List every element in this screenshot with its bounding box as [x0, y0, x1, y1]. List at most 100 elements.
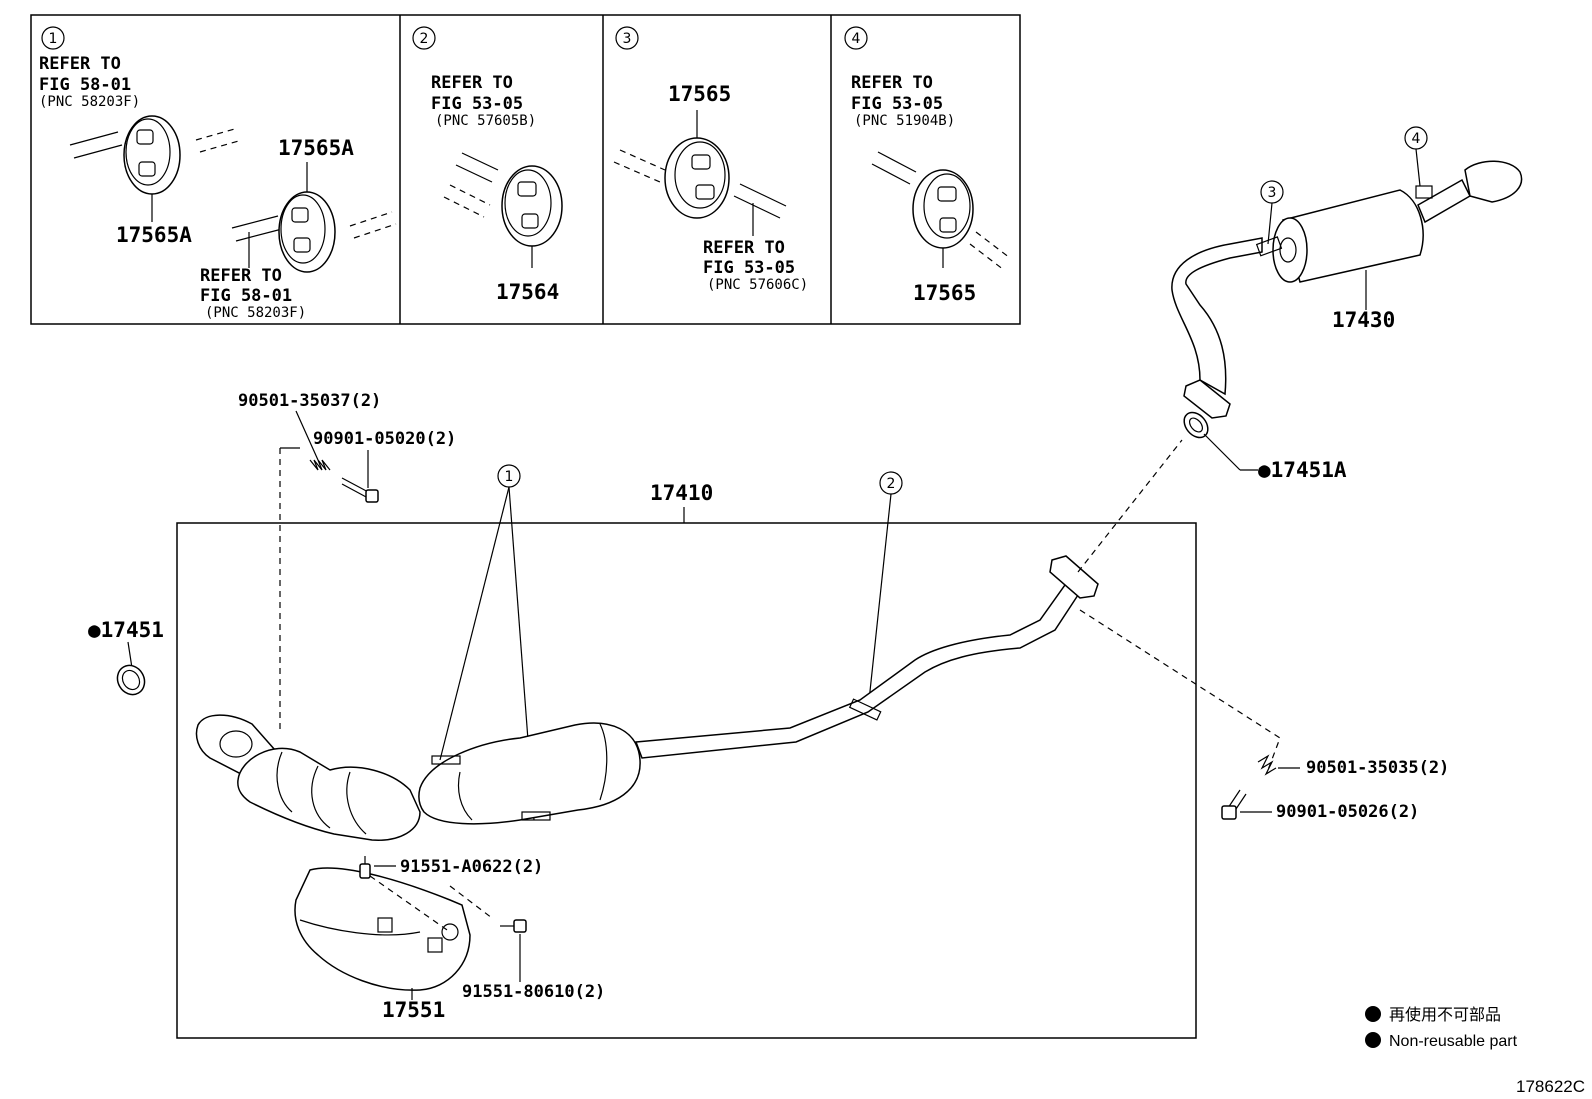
refer-label: REFER TO [39, 54, 121, 74]
assembly-dashline [369, 875, 493, 933]
hanger-bracket [848, 698, 882, 721]
bolt-icon [359, 856, 371, 879]
rubber-hanger [501, 165, 563, 247]
inset-index: 1 [49, 31, 58, 47]
fig-label: FIG 58-01 [39, 75, 131, 95]
fig-label: FIG 58-01 [200, 286, 292, 306]
part-number: 90901-05026(2) [1276, 802, 1419, 822]
rubber-hanger [123, 115, 181, 195]
legend-dot [1365, 1006, 1381, 1022]
pipe-stub [195, 127, 243, 153]
hanger-bracket [1255, 236, 1283, 257]
figure-id: 178622C [1516, 1077, 1585, 1096]
pipe-stub [613, 149, 666, 183]
fig-label: FIG 53-05 [431, 94, 523, 114]
leader-line [1415, 148, 1421, 187]
part-number: 17564 [496, 280, 559, 304]
catalytic-converter [418, 722, 641, 825]
pipe-stub [733, 195, 781, 219]
pipe-stub [349, 211, 397, 239]
bolt-icon [1221, 789, 1247, 820]
leader-line [867, 493, 892, 711]
legend-item: 再使用不可部品 [1389, 1006, 1501, 1024]
rubber-hanger [278, 191, 336, 273]
part-number: 17451A [1271, 458, 1347, 482]
inset-1: 1 REFER TO FIG 58-01 (PNC 58203F) 17565A [39, 26, 397, 321]
tail-pipe-bend [1171, 237, 1263, 396]
nonreusable-dot: ● [88, 618, 101, 642]
part-number-nonreusable: ●17451A [1258, 458, 1347, 482]
inset-index: 2 [420, 31, 429, 47]
inset-index: 4 [852, 31, 861, 47]
pipe-stub [443, 184, 491, 218]
main-assembly: 17410 1 2 [88, 391, 1449, 1039]
inset-index-badge [41, 26, 65, 50]
callout-number: 1 [505, 469, 514, 485]
tail-tip [1464, 160, 1523, 203]
pnc-label: (PNC 57605B) [435, 113, 536, 129]
callout-number: 4 [1412, 131, 1421, 147]
refer-label: REFER TO [431, 73, 513, 93]
leader-line [295, 410, 319, 461]
part-number: 17565 [668, 82, 731, 106]
legend-dot [1365, 1032, 1381, 1048]
pipe-stub [69, 131, 119, 146]
part-number: 90901-05020(2) [313, 429, 456, 449]
callout-number: 2 [887, 476, 896, 492]
inset-panels: 1 REFER TO FIG 58-01 (PNC 58203F) 17565A [30, 14, 1021, 325]
fig-label: FIG 53-05 [703, 258, 795, 278]
leader-line [127, 641, 133, 669]
hanger-bracket [521, 811, 551, 821]
inset-index-badge [844, 26, 868, 50]
pnc-label: (PNC 51904B) [854, 113, 955, 129]
pipe-stub [231, 215, 279, 229]
exhaust-pipe [195, 555, 1099, 841]
pipe-stub [871, 163, 911, 185]
spring-icon [309, 459, 331, 471]
pipe-stub [877, 151, 917, 173]
muffler-body [1282, 189, 1424, 283]
inset-2: 2 REFER TO FIG 53-05 (PNC 57605B) 17564 [412, 26, 563, 304]
pipe-stub [455, 164, 493, 183]
inset-frame [30, 14, 1021, 325]
part-number: 90501-35035(2) [1306, 758, 1449, 778]
heat-insulator [294, 867, 471, 991]
nonreusable-dot: ● [1258, 458, 1271, 482]
part-number: 17451 [101, 618, 164, 642]
assembly-frame [176, 522, 1197, 1039]
part-number: 17565 [913, 281, 976, 305]
refer-label: REFER TO [200, 266, 282, 286]
leader-line [1267, 202, 1273, 245]
refer-label: REFER TO [851, 73, 933, 93]
rubber-hanger [664, 137, 730, 219]
heat-insulator-shell [294, 867, 471, 991]
gasket-ring [116, 664, 146, 696]
bolt-icon [341, 477, 379, 503]
part-number: 91551-A0622(2) [400, 857, 543, 877]
callout-number: 3 [1268, 185, 1277, 201]
legend-item: Non-reusable part [1389, 1033, 1518, 1050]
hanger-bracket [431, 755, 461, 765]
leader-line [439, 486, 510, 761]
part-number: 90501-35037(2) [238, 391, 381, 411]
leader-line [1203, 433, 1241, 471]
muffler-end [1272, 217, 1308, 283]
inset-3: 3 17565 REFER TO FIG 53-05 (PNC 57606C) [613, 26, 808, 293]
pnc-label: (PNC 57606C) [707, 277, 808, 293]
hanger-bracket [1415, 185, 1433, 199]
rear-flange [1049, 555, 1099, 599]
part-number: 17430 [1332, 308, 1395, 332]
pipe-stub [73, 144, 123, 159]
rubber-hanger [912, 169, 974, 249]
pipe-stub [739, 183, 787, 207]
pipe-stub [461, 152, 499, 171]
part-number-nonreusable: ●17451 [88, 618, 164, 642]
pipe-stub [969, 231, 1011, 271]
assembly-number: 17410 [650, 481, 713, 505]
assembly-dashline [1077, 439, 1183, 573]
part-number: 17565A [116, 223, 192, 247]
manifold-converter [237, 747, 421, 841]
spring-icon [1257, 754, 1277, 776]
pnc-label: (PNC 58203F) [205, 305, 306, 321]
